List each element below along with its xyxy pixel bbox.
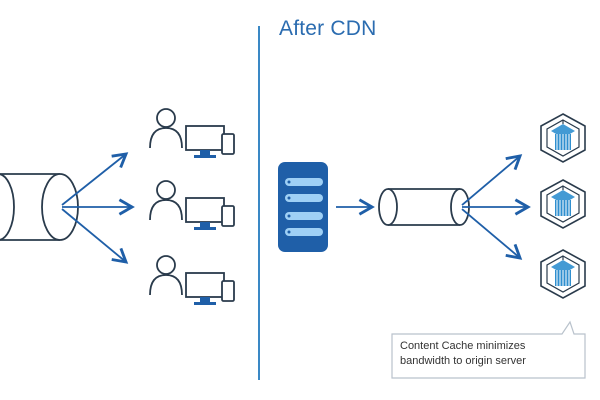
right-pipe-icon bbox=[378, 188, 470, 226]
cache-cube-icon bbox=[540, 113, 586, 163]
right-panel-title: After CDN bbox=[279, 17, 377, 40]
user-desktop-icon bbox=[149, 255, 235, 306]
panel-divider bbox=[258, 26, 260, 380]
callout-box bbox=[391, 320, 586, 379]
right-arrows bbox=[461, 154, 531, 260]
left-panel-title: I bbox=[0, 17, 2, 41]
left-arrows bbox=[61, 152, 135, 264]
origin-server-icon bbox=[278, 162, 328, 252]
user-desktop-icon bbox=[149, 108, 235, 159]
callout-line-2: bandwidth to origin server bbox=[400, 355, 526, 367]
callout-line-1: Content Cache minimizes bbox=[400, 340, 526, 352]
user-desktop-icon bbox=[149, 180, 235, 231]
cache-cube-icon bbox=[540, 179, 586, 229]
cache-cube-icon bbox=[540, 249, 586, 299]
callout-text: Content Cache minimizes bandwidth to ori… bbox=[400, 339, 580, 369]
